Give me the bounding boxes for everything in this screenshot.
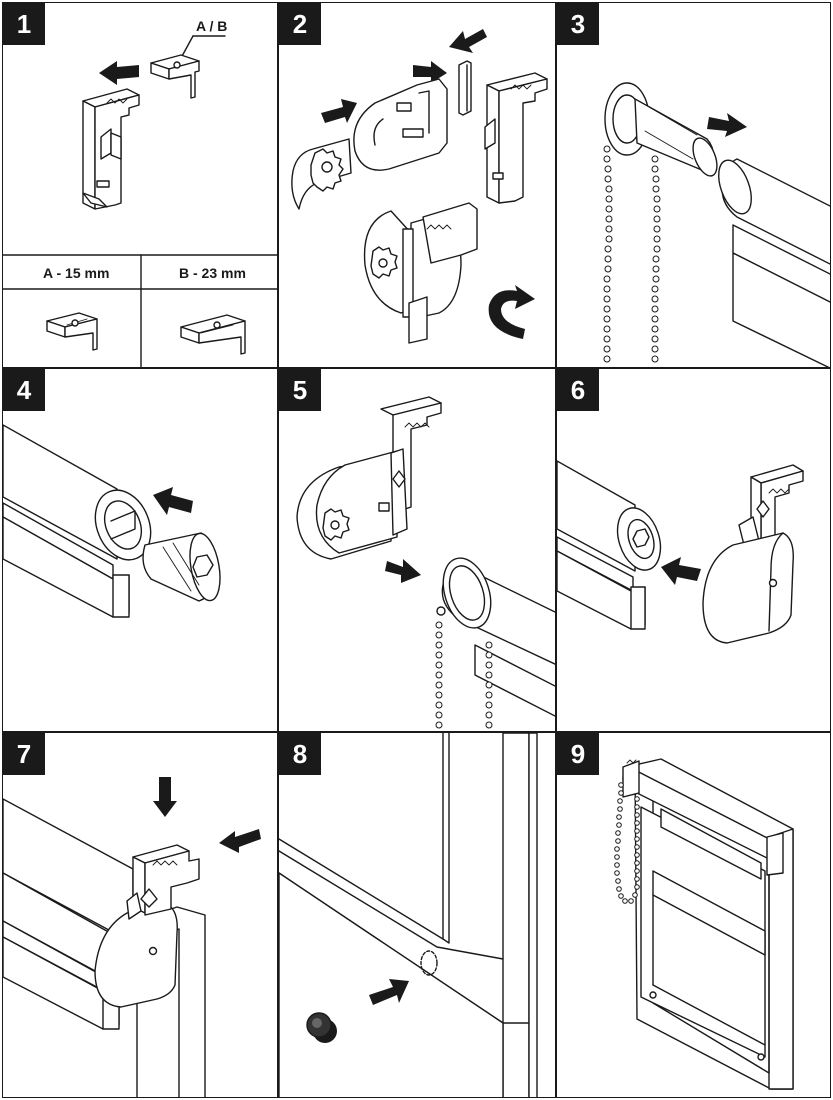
arrow-down-left bbox=[449, 29, 487, 53]
step-1-panel: 1 A / B A - 15 mm B - 23 m bbox=[2, 2, 278, 368]
roller-tube bbox=[622, 759, 784, 876]
step-number: 9 bbox=[557, 733, 599, 775]
size-a-label: A - 15 mm bbox=[43, 265, 109, 281]
arrow-left bbox=[153, 487, 193, 515]
step-6-illustration bbox=[557, 460, 804, 644]
size-b-label: B - 23 mm bbox=[179, 265, 246, 281]
gear-end-plug bbox=[291, 138, 352, 210]
step-number: 6 bbox=[557, 369, 599, 411]
arrow-left bbox=[99, 61, 139, 85]
bracket bbox=[484, 72, 548, 204]
window-frame bbox=[279, 733, 538, 1097]
rotate-arrow-icon bbox=[488, 285, 535, 339]
magnet-cap bbox=[306, 1012, 337, 1043]
roller-tube bbox=[3, 424, 152, 618]
bead-chain bbox=[603, 145, 661, 363]
roller-tube bbox=[436, 557, 555, 717]
arrow-right bbox=[413, 61, 447, 83]
step-2-illustration bbox=[291, 29, 548, 344]
step-9-panel: 9 bbox=[556, 732, 831, 1098]
step-number: 4 bbox=[3, 369, 45, 411]
step-number: 7 bbox=[3, 733, 45, 775]
bracket bbox=[126, 844, 200, 920]
roller-tube bbox=[557, 460, 662, 630]
step-8-panel: 8 bbox=[278, 732, 556, 1098]
arrow-up-right bbox=[321, 99, 357, 123]
arrow-right bbox=[707, 113, 747, 137]
chain-end-plug bbox=[604, 82, 718, 177]
roller-fabric bbox=[640, 806, 766, 1061]
insert-b bbox=[180, 314, 246, 355]
arrow-left bbox=[219, 829, 261, 853]
step-7-illustration bbox=[3, 777, 261, 1097]
oval-cover bbox=[353, 78, 448, 171]
arrow-up-right bbox=[369, 979, 409, 1005]
step-4-panel: 4 bbox=[2, 368, 278, 732]
step-5-illustration bbox=[296, 396, 555, 729]
arrow-down-right bbox=[385, 559, 421, 583]
step-2-panel: 2 bbox=[278, 2, 556, 368]
step-3-panel: 3 bbox=[556, 2, 831, 368]
arrow-down bbox=[153, 777, 177, 817]
step-number: 1 bbox=[3, 3, 45, 45]
callout-label: A / B bbox=[196, 18, 227, 34]
arrow-left bbox=[661, 557, 701, 585]
assembled-unit bbox=[363, 202, 478, 344]
step-5-panel: 5 bbox=[278, 368, 556, 732]
step-3-illustration bbox=[603, 82, 830, 367]
step-6-panel: 6 bbox=[556, 368, 831, 732]
bead-chain bbox=[435, 621, 493, 729]
step-7-panel: 7 bbox=[2, 732, 278, 1098]
bracket-with-cover bbox=[296, 396, 442, 560]
flat-insert bbox=[458, 60, 472, 116]
step-1-illustration: A / B A - 15 mm B - 23 mm bbox=[3, 18, 277, 367]
mount-hole bbox=[420, 950, 438, 976]
step-8-illustration bbox=[279, 733, 538, 1097]
step-number: 8 bbox=[279, 733, 321, 775]
bead-chain bbox=[614, 782, 640, 904]
step-9-illustration bbox=[614, 758, 794, 1090]
end-plug bbox=[142, 532, 221, 602]
step-number: 5 bbox=[279, 369, 321, 411]
bracket bbox=[82, 88, 140, 210]
step-4-illustration bbox=[3, 424, 221, 618]
end-cover bbox=[94, 902, 178, 1008]
step-number: 3 bbox=[557, 3, 599, 45]
insert-a bbox=[46, 312, 98, 351]
roller-tube bbox=[718, 158, 830, 367]
clip-insert bbox=[150, 54, 200, 99]
step-number: 2 bbox=[279, 3, 321, 45]
bracket-with-cover bbox=[702, 464, 804, 644]
